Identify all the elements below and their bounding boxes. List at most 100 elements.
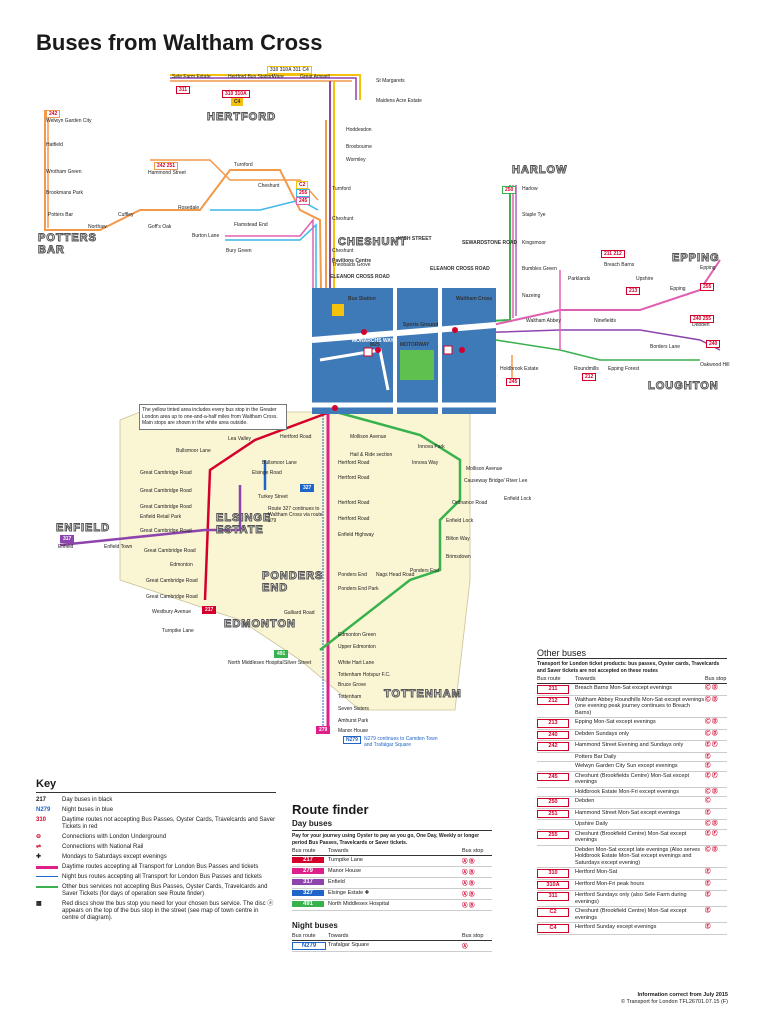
stop-label: Staple Tye [522,212,546,218]
area-epping: EPPING [672,252,720,265]
route-box: 245 [506,378,521,386]
stop-label: Debden [692,322,710,328]
stop-label: Great Cambridge Road [140,470,192,476]
col-header: Bus stop [462,932,492,941]
inset-place: Sports Ground [403,322,439,328]
footer-line: Information correct from July 2015 [637,992,728,998]
towards: Breach Barns Mon-Sat except evenings [575,683,705,696]
towards: Hertford Mon-Sat [575,867,705,880]
route-number: 213 [537,719,569,728]
col-header: Bus stop [705,675,727,684]
underground-icon: ⊖ [36,834,42,840]
stop-label: Borders Lane [650,344,681,350]
stop-discs: Ⓔ [705,808,727,820]
stop-label: Epping Forest [608,366,640,372]
stop-label: Oakwood Hill [700,362,730,368]
stop-label: Bumbles Green [522,266,557,272]
towards: Turnpike Lane [328,855,462,867]
route-finder: Route finder Day buses Pay for your jour… [292,802,492,952]
bus-stop-icon: ▦ [36,901,42,907]
stop-label: Turnpike Lane [162,628,194,634]
stop-label: Elsinge Road [252,470,282,476]
stop-label: Great Cambridge Road [146,578,198,584]
route-number: 310A [537,880,569,889]
day-buses-heading: Day buses [292,819,333,828]
stop-label: Edmonton Green [338,632,377,638]
night-buses-heading: Night buses [292,921,338,930]
other-buses-heading: Other buses [537,648,727,659]
towards: Trafalgar Square [328,940,462,952]
stop-label: Ordnance Road [452,500,488,506]
route-box: 242 251 [154,162,179,170]
towards: Welwyn Garden City Sun except evenings [575,761,705,772]
stop-label: Hammond Street [148,170,186,176]
stop-label: Hertford Bus Station [228,74,274,80]
route-box: 245 [296,197,311,205]
stop-label: Bury Green [226,248,252,254]
col-header: Towards [328,847,462,856]
stop-discs: Ⓔ [705,752,727,762]
stop-label: Hertford Road [338,460,370,466]
stop-label: Turkey Street [258,494,288,500]
day-buses-intro: Pay for your journey using Oyster to pay… [292,830,492,847]
stop-label: Enfield [58,544,74,550]
stop-label: Enfield Lock [446,518,474,524]
stop-discs: Ⓒ Ⓓ [705,683,727,696]
stop-label: Turnford [234,162,253,168]
towards: Cheshunt (Brookfield Centre) Mon-Sat exc… [575,829,705,846]
route-box: C4 [231,98,244,106]
page-title: Buses from Waltham Cross [36,30,323,55]
cross-icon: ✚ [36,854,42,860]
stop-label: North Middlesex Hospital [228,660,284,666]
route-number: 255 [537,830,569,839]
stop-label: Great Cambridge Road [146,594,198,600]
route-number: N279 [292,942,326,950]
route-box: 310 310A 311 C4 [267,66,312,74]
stop-discs: Ⓔ [705,906,727,923]
stop-label: Hatfield [46,142,63,148]
inset-road: ELEANOR CROSS ROAD [330,274,390,280]
stop-label: Burton Lane [192,233,220,239]
area-loughton: LOUGHTON [648,380,719,393]
stop-label: Great Amwell [300,74,330,80]
inset-place: Waltham Cross [456,296,493,302]
route-number: C2 [537,908,569,917]
key-text: Other bus services not accepting Bus Pas… [62,884,268,897]
key-text: Day buses in black [62,797,113,803]
stop-label: Sele Farm Estate [172,74,211,80]
stop-label: Brimsdown [446,554,471,560]
route-map [44,74,721,730]
towards: North Middlesex Hospital [328,899,462,911]
stop-label: Tottenham Hotspur F.C. [338,672,391,678]
route-finder-heading: Route finder [292,802,369,817]
stop-label: Lea Valley [228,436,251,442]
col-header: Bus route [292,847,328,856]
towards: Hertford Sunday except evenings [575,922,705,935]
route-box: N279 [343,736,361,744]
towards: Manor House [328,866,462,878]
stop-label: Tottenham [338,694,362,700]
stop-label: Welwyn Garden City [46,118,92,124]
towards: Cheshunt (Brookfields Centre) Mon-Sat ex… [575,771,705,788]
stop-label: Bullsmoor Lane [176,448,211,454]
inset-place: Bus Station [348,296,376,302]
stop-discs: Ⓒ Ⓓ [705,819,727,830]
stop-label: Hertford Road [280,434,312,440]
stop-label: Maidens Acre Estate [376,98,422,104]
route-number: 251 [537,809,569,818]
route-box: 217 [202,606,217,614]
stop-label: Holdbrook Estate [500,366,539,372]
inset-road: HIGH STREET [398,236,432,242]
key-sym: 217 [36,797,47,803]
towards: Elsinge Estate ✚ [328,888,462,900]
stop-label: Epping [700,265,716,271]
towards: Hammond Street Mon-Sat except evenings [575,808,705,820]
stop-label: Enfield Lock [504,496,532,502]
stop-label: Innova Way [412,460,439,466]
area-tottenham: TOTTENHAM [384,688,462,701]
stop-discs: Ⓐ [462,940,492,952]
